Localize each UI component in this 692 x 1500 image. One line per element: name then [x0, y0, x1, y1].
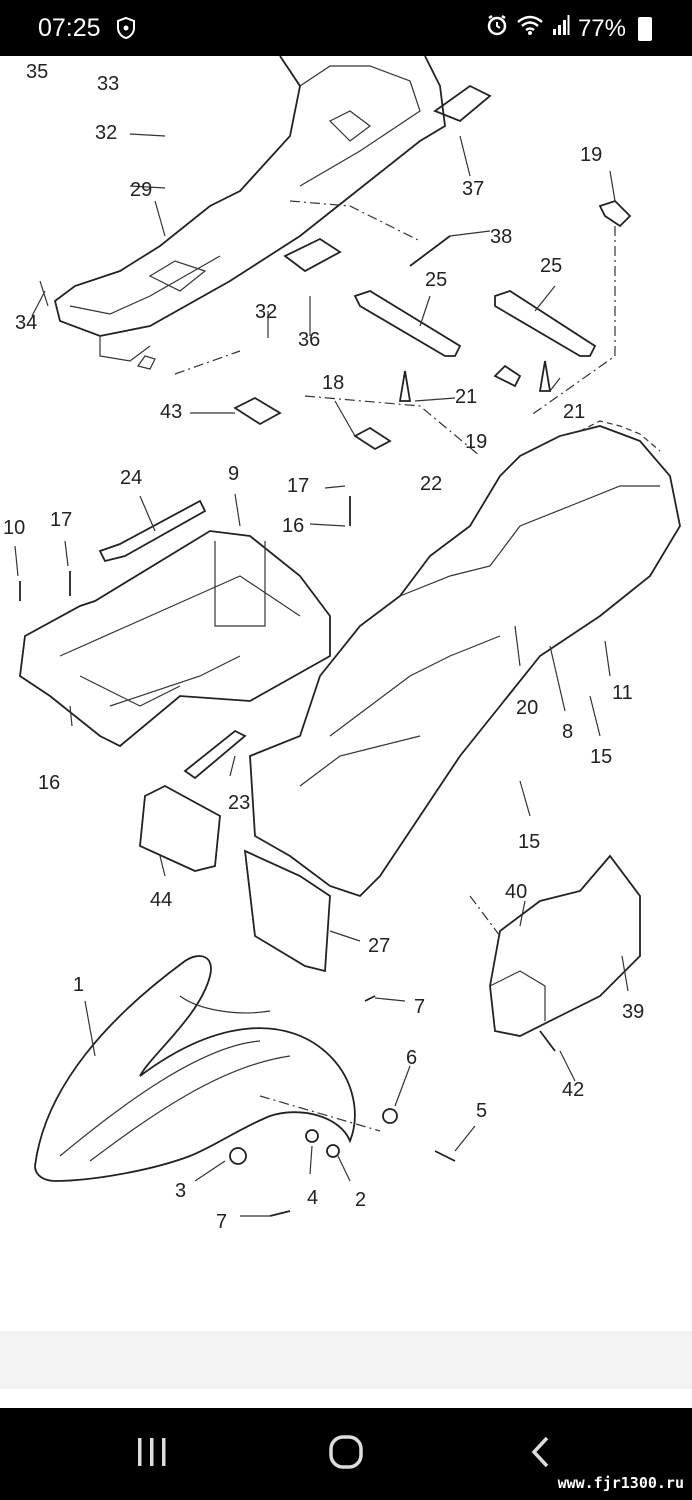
spacer — [0, 1389, 692, 1408]
navigation-bar: www.fjr1300.ru — [0, 1408, 692, 1500]
part-label: 18 — [322, 372, 344, 394]
part-label: 1 — [73, 974, 84, 996]
home-button[interactable] — [316, 1430, 376, 1478]
part-label: 11 — [612, 682, 633, 704]
signal-icon — [552, 14, 570, 43]
battery-icon — [638, 16, 652, 41]
bottom-panel — [0, 1331, 692, 1389]
back-button[interactable] — [510, 1430, 570, 1478]
part-label: 25 — [540, 255, 562, 277]
battery-percent: 77% — [577, 14, 626, 42]
wifi-icon — [516, 14, 544, 43]
part-label: 7 — [414, 996, 425, 1018]
part-label: 5 — [476, 1100, 487, 1122]
recents-button[interactable] — [122, 1430, 182, 1478]
part-label: 19 — [465, 431, 487, 453]
part-label: 22 — [420, 473, 442, 495]
part-label: 34 — [15, 312, 37, 334]
part-label: 24 — [120, 467, 142, 489]
part-label: 44 — [150, 889, 172, 911]
part-label: 21 — [455, 386, 477, 408]
part-label: 42 — [562, 1079, 584, 1101]
part-label: 15 — [590, 746, 612, 768]
part-label: 20 — [516, 697, 538, 719]
watermark: www.fjr1300.ru — [557, 1474, 684, 1492]
status-bar: 07:25 77% — [0, 0, 692, 56]
part-label: 10 — [3, 517, 25, 539]
part-label: 21 — [563, 401, 585, 423]
alarm-icon — [486, 14, 508, 43]
status-icons: 77% — [486, 14, 652, 43]
part-label: 4 — [307, 1187, 318, 1209]
part-label: 37 — [462, 178, 484, 200]
part-label: 16 — [38, 772, 60, 794]
status-time: 07:25 — [38, 14, 101, 42]
part-label: 38 — [490, 226, 512, 248]
part-label: 25 — [425, 269, 447, 291]
recents-icon — [135, 1436, 169, 1473]
parts-diagram-image: 35 33 32 29 34 32 36 37 38 25 25 19 19 1… — [0, 56, 692, 1331]
part-label: 7 — [216, 1211, 227, 1233]
part-label: 2 — [355, 1189, 366, 1211]
exploded-parts-diagram: 35 33 32 29 34 32 36 37 38 25 25 19 19 1… — [3, 56, 681, 1233]
part-label: 36 — [298, 329, 320, 351]
back-icon — [528, 1435, 552, 1474]
shield-icon — [116, 16, 138, 40]
part-label: 9 — [228, 463, 239, 485]
part-label: 35 — [26, 61, 48, 83]
home-icon — [328, 1434, 364, 1475]
part-label: 8 — [562, 721, 573, 743]
part-label: 3 — [175, 1180, 186, 1202]
part-label: 32 — [95, 122, 117, 144]
part-label: 32 — [255, 301, 277, 323]
part-label: 33 — [97, 73, 119, 95]
part-label: 39 — [622, 1001, 644, 1023]
part-label: 23 — [228, 792, 250, 814]
part-label: 16 — [282, 515, 304, 537]
part-label: 15 — [518, 831, 540, 853]
part-label: 6 — [406, 1047, 417, 1069]
part-label: 43 — [160, 401, 182, 423]
part-label: 19 — [580, 144, 602, 166]
part-label: 40 — [505, 881, 527, 903]
part-label: 29 — [130, 179, 152, 201]
part-label: 17 — [50, 509, 72, 531]
part-label: 27 — [368, 935, 390, 957]
part-label: 17 — [287, 475, 309, 497]
